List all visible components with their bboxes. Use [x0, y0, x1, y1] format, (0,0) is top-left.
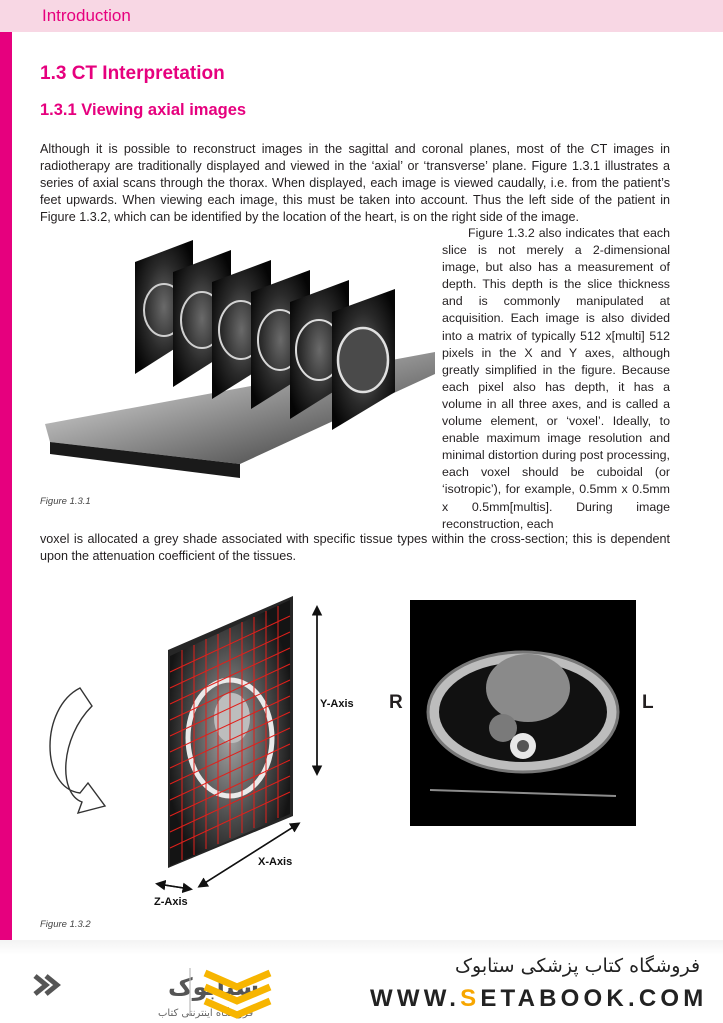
figure-axial-ct-scan: [410, 600, 636, 826]
z-axis-label: Z-Axis: [154, 896, 188, 908]
section-title: Introduction: [42, 6, 131, 25]
setabook-logo: ستابوک فروشگاه اینترنتی کتاب: [33, 968, 272, 1019]
section-heading: 1.3.1 Viewing axial images: [40, 101, 247, 119]
store-name: فروشگاه کتاب پزشکی ستابوک: [455, 955, 701, 977]
page-footer: [0, 940, 723, 1023]
store-url[interactable]: WWW.SETABOOK.COM: [370, 985, 708, 1012]
figure-2-caption: Figure 1.3.2: [40, 919, 91, 930]
x-axis-label: X-Axis: [258, 856, 292, 868]
y-axis-label: Y-Axis: [320, 698, 354, 710]
slice-6: [332, 289, 395, 430]
side-column-text: Figure 1.3.2 also indicates that each sl…: [442, 226, 670, 531]
chapter-heading: 1.3 CT Interpretation: [40, 63, 225, 84]
figure-voxel-grid: Y-Axis X-Axis Z-Axis: [49, 596, 354, 908]
rotation-arrow-icon: [49, 687, 107, 815]
figure-axial-slices: [45, 240, 435, 478]
body-paragraph-2: voxel is allocated a grey shade associat…: [40, 532, 670, 564]
right-side-label: R: [389, 692, 403, 713]
page-header: Introduction: [0, 0, 723, 32]
side-accent-bar: [0, 32, 12, 940]
figure-1-caption: Figure 1.3.1: [40, 496, 91, 507]
body-paragraph-1: Although it is possible to reconstruct i…: [40, 142, 670, 225]
left-side-label: L: [642, 692, 654, 713]
voxel-grid-lines: [169, 606, 291, 860]
